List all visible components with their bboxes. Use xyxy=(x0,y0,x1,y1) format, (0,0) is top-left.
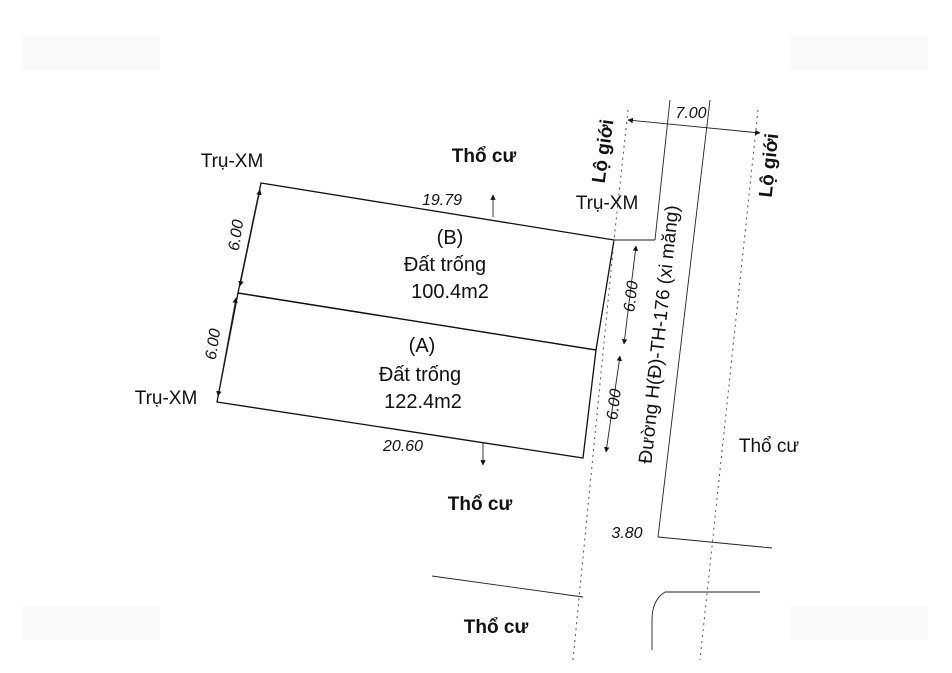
dim-bottom: 20.60 xyxy=(382,438,423,455)
lower-lot-edge xyxy=(431,575,584,598)
side-road-edge xyxy=(657,536,773,549)
road-edge-left xyxy=(572,239,615,661)
neighbor-south: Thổ cư xyxy=(448,494,513,515)
dim-left-upper: 6.00 xyxy=(226,218,248,252)
neighbor-southwest: Thổ cư xyxy=(464,617,529,638)
lot-b-type: Đất trống xyxy=(404,254,486,276)
left-upper-arrow xyxy=(238,189,262,287)
lot-a-type: Đất trống xyxy=(379,364,461,386)
dimension-arrows xyxy=(216,117,761,466)
boundary-label-right: Lộ giới xyxy=(756,132,784,198)
dim-road-width: 7.00 xyxy=(675,105,706,122)
post-marker-top-right: Trụ-XM xyxy=(576,193,639,214)
dim-side-gap: 3.80 xyxy=(611,525,642,542)
road-lines xyxy=(431,99,773,661)
neighbor-north: Thổ cư xyxy=(452,146,517,167)
boundary-left-upper xyxy=(613,109,629,241)
neighbor-east: Thổ cư xyxy=(739,436,800,457)
right-lower-arrow xyxy=(604,355,622,453)
lot-a-area: 122.4m2 xyxy=(384,391,462,413)
right-upper-arrow xyxy=(621,245,639,345)
lot-a-id: (A) xyxy=(409,335,436,357)
parcel-outline xyxy=(216,182,615,459)
road-width-arrow xyxy=(627,117,761,136)
road-name: Đường H(Đ)-TH-176 (xi măng) xyxy=(636,204,684,464)
road-center-line xyxy=(657,99,711,538)
road-edge-right xyxy=(699,109,759,661)
left-lower-arrow xyxy=(216,297,238,397)
post-marker-bottom-left: Trụ-XM xyxy=(135,388,198,409)
lot-b-id: (B) xyxy=(437,227,464,249)
boundary-label-left: Lộ giới xyxy=(589,118,619,184)
dim-left-lower: 6.00 xyxy=(203,327,225,361)
dim-top: 19.79 xyxy=(422,192,462,209)
post-marker-top-left: Trụ-XM xyxy=(201,151,264,172)
watermark-marks xyxy=(22,36,928,640)
corner-curve xyxy=(651,591,666,650)
dim-right-lower: 6.00 xyxy=(604,388,625,421)
lot-b-area: 100.4m2 xyxy=(411,281,489,303)
dim-right-upper: 6.00 xyxy=(621,280,642,313)
